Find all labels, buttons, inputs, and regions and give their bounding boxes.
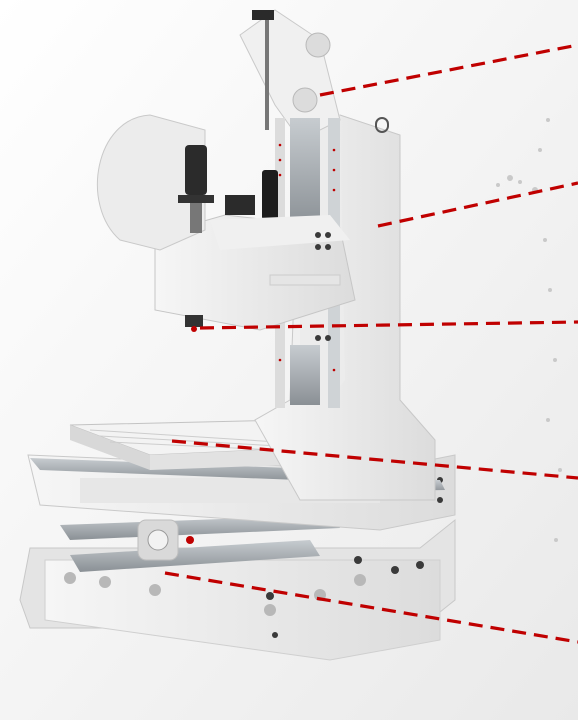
callout-base: [164, 571, 578, 644]
tool-magazine: [96, 114, 255, 251]
decorative-dots: [496, 118, 562, 542]
spindle-head: [154, 214, 356, 341]
callout-column-middle: [377, 181, 578, 228]
machine-base: [19, 518, 456, 661]
callout-spindle-head: [199, 320, 578, 330]
callout-lines: [164, 43, 578, 644]
callout-worktable: [171, 439, 578, 480]
